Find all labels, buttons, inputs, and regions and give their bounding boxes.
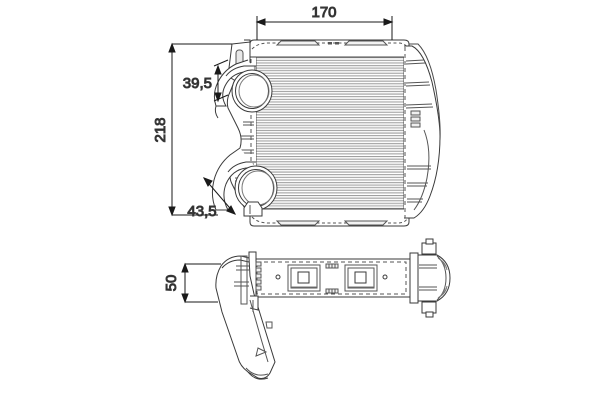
plan-body-slab xyxy=(252,258,411,298)
dimension-label-170: 170 xyxy=(311,4,336,21)
dimension-label-43-5: 43,5 xyxy=(187,203,216,220)
lower-outlet-pipe xyxy=(211,147,278,217)
plan-right-endcap xyxy=(409,238,451,318)
core-fin-block xyxy=(255,56,405,210)
front-view: 170 39,5 218 xyxy=(152,4,441,227)
top-tank xyxy=(249,39,410,56)
right-end-tank xyxy=(404,43,441,219)
dimension-width-170: 170 xyxy=(255,4,394,40)
dimension-label-39-5: 39,5 xyxy=(183,75,212,92)
dimension-label-218: 218 xyxy=(152,117,169,142)
dimension-depth-50: 50 xyxy=(163,262,221,304)
upper-inlet-pipe xyxy=(213,59,273,119)
bottom-tank xyxy=(249,210,410,227)
dimension-label-50: 50 xyxy=(163,275,180,292)
dimension-height-218: 218 xyxy=(152,42,232,217)
top-view: 50 xyxy=(163,238,451,380)
dimension-inlet-offset-39-5: 39,5 xyxy=(182,59,229,103)
dimension-outlet-offset-43-5: 43,5 xyxy=(187,177,237,221)
plan-outlet-neck xyxy=(215,255,276,380)
